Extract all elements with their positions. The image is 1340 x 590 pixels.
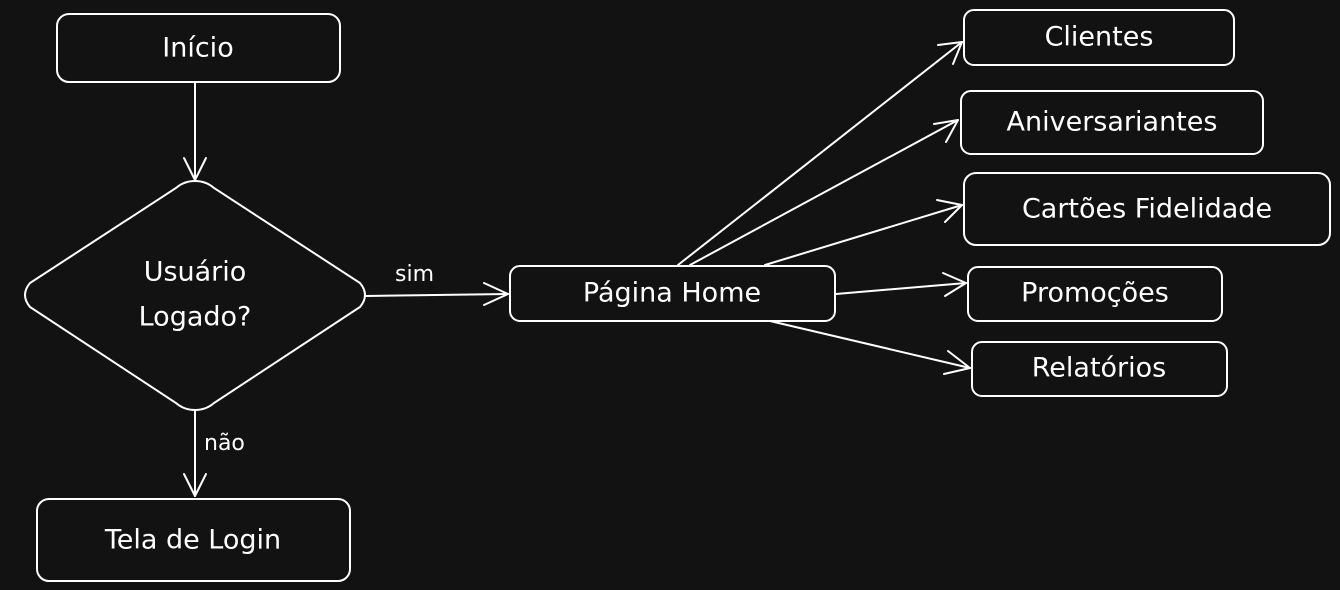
node-aniversariantes[interactable]: Aniversariantes <box>960 90 1264 155</box>
node-decision-usuario-logado[interactable]: Usuário Logado? <box>24 179 366 412</box>
node-pagina-home[interactable]: Página Home <box>509 265 836 322</box>
node-cartoes-fidelidade-label: Cartões Fidelidade <box>1022 194 1272 225</box>
arrowhead-relatorios <box>943 350 971 375</box>
arrowhead-clientes <box>937 41 963 65</box>
arrowhead-login <box>183 473 207 497</box>
node-inicio-label: Início <box>162 33 233 64</box>
node-promocoes[interactable]: Promoções <box>967 266 1223 322</box>
edge-home-to-clientes <box>677 41 963 266</box>
node-promocoes-label: Promoções <box>1021 278 1169 309</box>
node-tela-login[interactable]: Tela de Login <box>36 498 351 582</box>
arrowhead-cartoes <box>936 199 963 223</box>
node-decision-label-line1: Usuário <box>144 257 247 288</box>
edge-home-to-relatorios <box>769 320 971 369</box>
edges <box>183 41 971 497</box>
node-clientes-label: Clientes <box>1045 22 1154 53</box>
edge-decision-to-home <box>365 293 509 297</box>
edge-label-sim: sim <box>395 262 434 287</box>
node-cartoes-fidelidade[interactable]: Cartões Fidelidade <box>963 172 1331 246</box>
arrowhead-home <box>483 282 509 306</box>
node-relatorios[interactable]: Relatórios <box>971 341 1228 397</box>
arrowhead-promocoes <box>942 272 967 297</box>
node-aniversariantes-label: Aniversariantes <box>1007 107 1218 138</box>
node-clientes[interactable]: Clientes <box>963 9 1235 66</box>
node-tela-login-label: Tela de Login <box>104 525 281 556</box>
node-decision-label-line2: Logado? <box>139 302 252 333</box>
node-pagina-home-label: Página Home <box>583 278 761 309</box>
edge-home-to-promocoes <box>835 282 967 295</box>
arrowhead-aniversariantes <box>933 119 959 143</box>
edge-home-to-aniversariantes <box>689 119 959 266</box>
node-relatorios-label: Relatórios <box>1032 353 1167 384</box>
edge-label-nao: não <box>204 431 245 456</box>
edge-home-to-cartoes <box>764 204 963 266</box>
node-inicio[interactable]: Início <box>56 13 341 83</box>
